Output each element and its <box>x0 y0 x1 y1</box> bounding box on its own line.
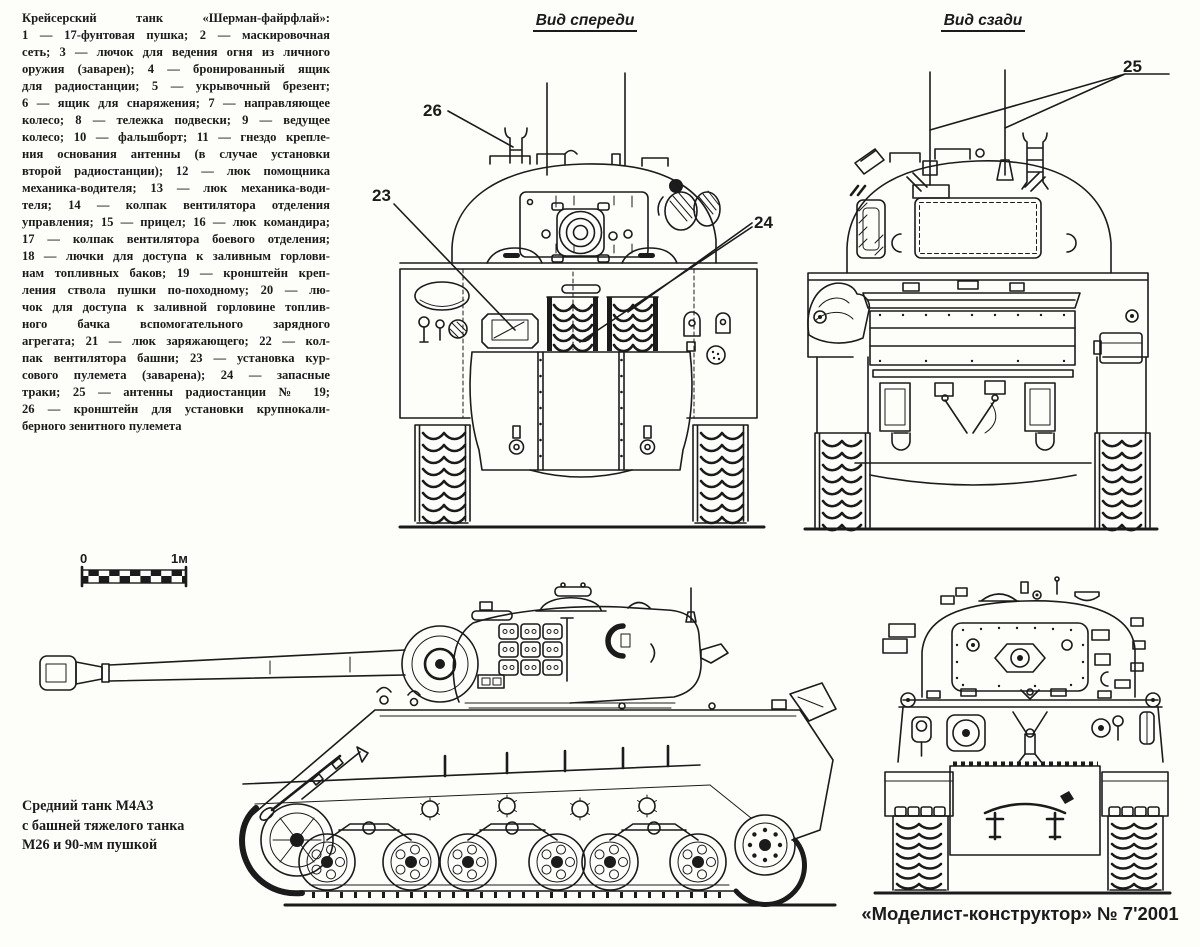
text-line: Средний танк М4А3 <box>22 798 154 814</box>
text-line: ния основания антенны (в случае установк… <box>22 147 330 161</box>
text-line: механика-водителя; 13 — люк механика-вод… <box>22 181 330 195</box>
front-view-tow-shackles <box>508 425 656 455</box>
text-line: колесо; 10 — фальшборт; 11 — гнездо креп… <box>22 130 330 144</box>
text-line: колесо; 8 — тележка подвески; 9 — ведуще… <box>22 113 330 127</box>
front-view-title: Вид спереди <box>495 12 675 32</box>
legend-body: 1 — 17-фунтовая пушка; 2 — маскировочная… <box>22 27 330 435</box>
callout-26: 26 <box>423 101 442 120</box>
text-line: управления; 15 — прицел; 16 — люк команд… <box>22 215 330 229</box>
side-view-mantlet <box>401 625 479 703</box>
text-line: нам топливных баков; 19 — кронштейн креп… <box>22 266 330 280</box>
rear-view-callouts: 25 <box>929 57 1170 131</box>
front-view-turret <box>451 127 721 264</box>
text-line: 1 — 17-фунтовая пушка; 2 — маскировочная <box>22 28 330 42</box>
aux-view-tow-pylon <box>1012 711 1048 764</box>
text-line: 6 — ящик для снаряжения; 7 — направляюще… <box>22 96 330 110</box>
text-line: 26 — кронштейн для установки крупнокали- <box>22 402 330 416</box>
front-view-antennas <box>546 72 626 176</box>
text-line: ного бачка вспомогательного зарядного <box>22 317 330 331</box>
front-view-title-text: Вид спереди <box>532 12 638 32</box>
text-line: оружия (заварен); 4 — бронированный ящик <box>22 62 330 76</box>
text-line: агрегата; 21 — люк заряжающего; 22 — кол… <box>22 334 330 348</box>
aux-view-fenders <box>884 771 1169 817</box>
text-line: берного зенитного пулемета <box>22 419 182 433</box>
rear-view-side-port <box>849 184 886 259</box>
text-line: 18 — лючки для доступа к заливным горлов… <box>22 249 330 263</box>
m4a3-aux-view-drawing <box>873 576 1172 895</box>
rear-view-turret <box>846 132 1112 274</box>
text-line: для радиостанции; 5 — укрывочный брезент… <box>22 79 330 93</box>
text-line: пак вентилятора башни; 23 — установка ку… <box>22 351 330 365</box>
magazine-credit: «Моделист-конструктор» № 7'2001 <box>861 903 1179 924</box>
front-view-left-fittings <box>414 281 470 343</box>
legend-title: Крейсерский танк «Шерман-файрфлай»: <box>22 11 330 25</box>
front-view-bolts <box>539 358 623 458</box>
aux-view-hull <box>897 688 1164 767</box>
scale-bar: 0 1м <box>80 551 188 588</box>
rear-view-tarpaulin-roll <box>807 282 871 344</box>
rear-view-tracks <box>814 432 1151 532</box>
rear-view-hull <box>807 272 1149 486</box>
text-line: ления ствола пушки по-походному; 20 — лю… <box>22 283 330 297</box>
text-line: второй радиостанции); 12 — люк помощника <box>22 164 330 178</box>
text-line: сового пулемета (заварена); 24 — запасны… <box>22 368 330 382</box>
front-view-right-fittings <box>683 311 731 365</box>
rear-view-engine-doors <box>869 310 1076 378</box>
aux-view-turret-rear-plate <box>951 622 1089 692</box>
scale-meter-label: 1м <box>171 551 188 566</box>
side-view-gun <box>39 649 406 691</box>
side-view-caption: Средний танк М4А3 с башней тяжелого танка… <box>22 797 262 856</box>
front-view-mantlet <box>519 191 649 263</box>
rear-view-drawing: 25 <box>803 57 1170 532</box>
callout-25: 25 <box>1123 57 1142 76</box>
side-view-glacis-tools <box>259 746 369 821</box>
side-view-suspension <box>239 784 807 907</box>
front-view-drawing: 26 23 24 <box>372 72 773 529</box>
side-view-spare-track-links <box>498 617 574 682</box>
front-view-hull-mg-plate <box>481 313 539 349</box>
text-line: 17 — колпак вентилятора боевого отделени… <box>22 232 330 246</box>
rear-view-title-text: Вид сзади <box>940 12 1026 32</box>
text-line: с башней тяжелого танка <box>22 817 185 834</box>
text-line: чок для доступа к заливной горловине топ… <box>22 300 330 314</box>
aux-view-tracks <box>892 815 1164 891</box>
legend: Крейсерский танк «Шерман-файрфлай»: 1 — … <box>22 10 330 435</box>
rear-view-lower-fittings <box>854 380 1092 486</box>
front-view-lower-hull <box>469 351 693 478</box>
rear-view-title: Вид сзади <box>893 12 1073 32</box>
front-view-aa-mg-bracket <box>504 127 528 164</box>
rear-view-stowage-box <box>912 184 1042 259</box>
text-line: траки; 25 — антенны радиостанции № 19; <box>22 385 330 399</box>
callout-24: 24 <box>754 213 773 232</box>
text-line: теля; 14 — колпак вентилятора отделения <box>22 198 330 212</box>
side-view-drawing <box>39 582 837 907</box>
text-line: М26 и 90-мм пушкой <box>22 837 158 853</box>
side-view-hull <box>242 682 837 841</box>
front-view-searchlight <box>657 190 721 231</box>
front-view-hull <box>399 247 758 419</box>
callout-23: 23 <box>372 186 391 205</box>
rear-view-aa-bracket <box>1021 132 1049 190</box>
text-line: сеть; 3 — лючок для ведения огня из личн… <box>22 45 330 59</box>
aux-view-turret <box>882 576 1146 698</box>
front-view-tracks <box>414 424 749 525</box>
scale-zero-label: 0 <box>80 551 87 566</box>
side-view-turret <box>452 582 729 709</box>
aux-view-lower-plate <box>949 765 1101 856</box>
front-view-callouts: 26 23 24 <box>372 101 773 343</box>
front-view-spare-tracks <box>546 296 659 353</box>
